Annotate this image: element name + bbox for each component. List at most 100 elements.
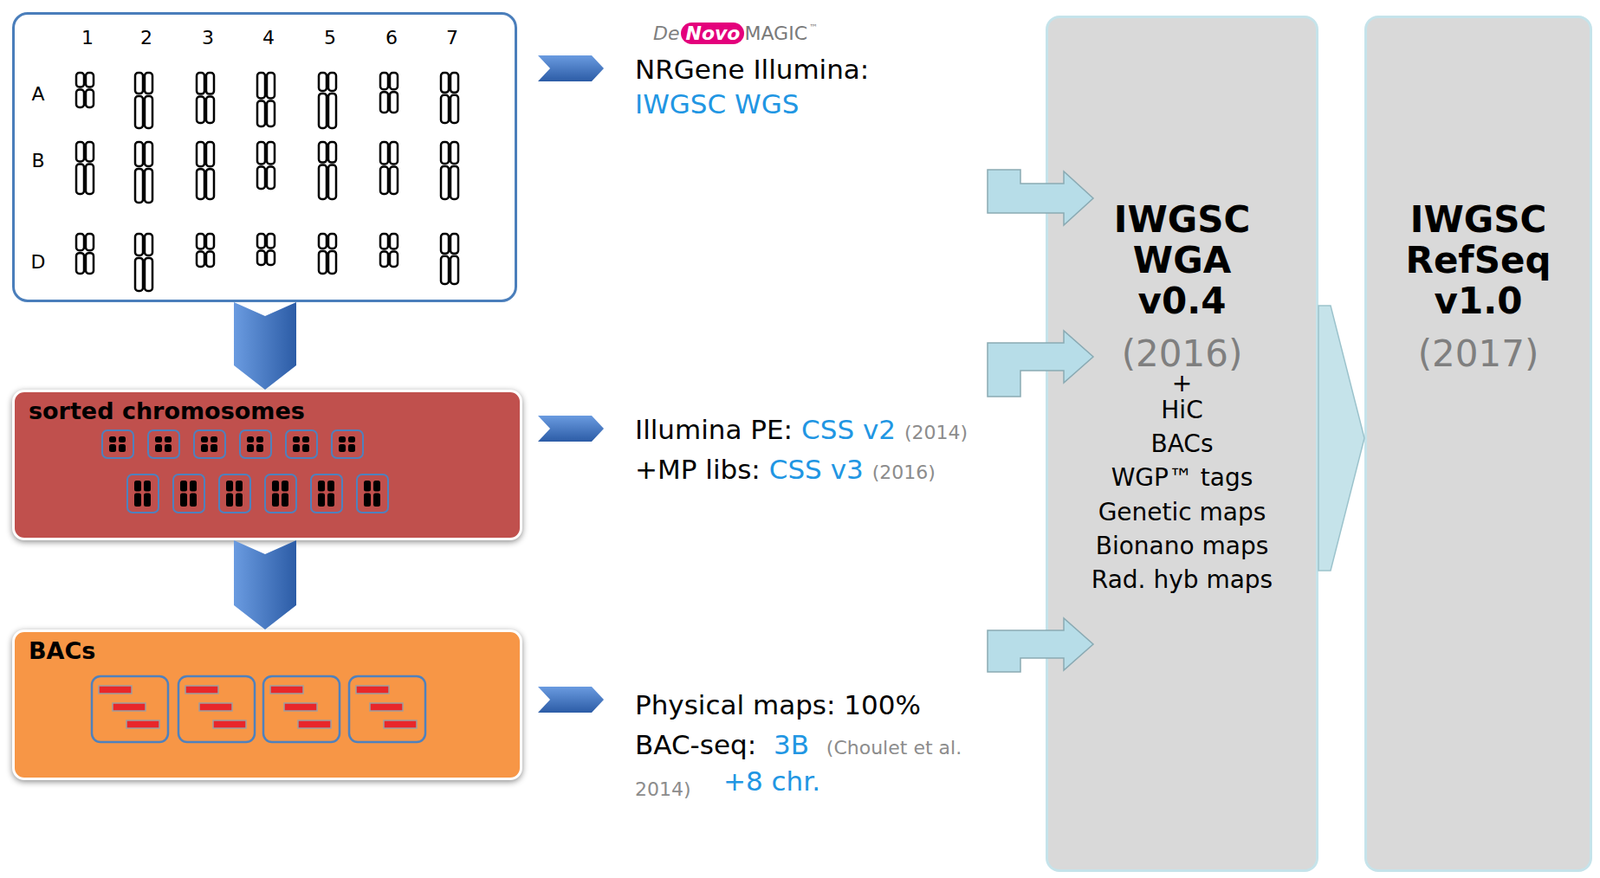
chromatid-arm [180,480,188,493]
chromatid-arm [440,72,449,93]
sorted-chromosome [173,474,205,513]
flow-tube [239,430,272,459]
chromatid-arm [328,72,337,91]
flow-tube [127,474,159,513]
chromatid-arm [85,90,94,109]
chromatid-arm [328,142,337,163]
chromatid-arm [373,480,381,493]
chromosome [380,142,398,195]
list-item: Bionano maps [1095,531,1270,563]
label: IWGSC WGS [634,88,799,120]
assembly-box: IWGSC RefSeq v1.0(2017) [1364,15,1593,873]
sorted-chromosome [265,474,297,513]
chromatid-arm [235,493,243,508]
chromatid-arm [143,493,151,508]
chromosome [380,72,398,113]
chromatid-arm [180,493,188,508]
chromatid-arm [246,436,254,443]
chromatid-arm [450,166,459,200]
chromatid-arm [257,101,266,128]
flow-tube [102,430,134,459]
chromatid-arm [363,493,371,508]
box-title: IWGSC WGA v0.4 [1095,199,1270,322]
chromatid-arm [302,444,310,453]
row-letter: B [31,149,45,172]
bac-clone-icon [349,676,426,743]
bac-clone-icon [91,676,169,743]
row-letter: D [31,251,46,273]
chromatid-arm [144,258,153,292]
chromatid-arm [196,168,205,200]
sorted-chromosome [356,474,389,513]
chromatid-arm [318,165,327,200]
chromatid-arm [196,72,205,95]
chromatid-arm [257,167,266,190]
list-item: HiC [1160,395,1203,427]
sorted-chromosome [194,430,226,459]
chromatid-arm [266,72,275,99]
chromatid-arm [226,493,234,508]
sorted-chromosome [239,430,272,459]
chromatid-arm [196,97,205,124]
bac-bar [185,686,219,694]
chromatid-arm [135,233,143,256]
chromosome [76,233,94,274]
column-number: 2 [140,26,153,49]
bac-frame [91,676,169,743]
label: CSS v3 [769,453,864,486]
column-number: 5 [323,26,337,49]
text-line: NRGene Illumina: [634,51,869,87]
chromatid-arm [256,444,264,453]
chromatid-arm [235,480,243,493]
chromatid-arm [85,164,94,195]
label: Physical maps: 100% [634,689,921,721]
bac-bar [356,686,389,694]
chromosome [76,142,94,195]
chromatid-arm [210,436,218,443]
label: (2014) [904,421,968,444]
chromosome [440,142,459,200]
year: (2017) [1418,333,1540,375]
label: NRGene Illumina: [634,53,869,85]
chromatid-arm [135,96,143,129]
chromatid-arm [328,93,337,129]
chromatid-arm [144,233,153,256]
chromatid-arm [206,97,214,124]
chromatid-arm [348,436,356,443]
bac-bar [199,703,233,712]
text-line: Illumina PE:CSS v2(2014) [634,412,968,451]
chromatid-arm [450,233,459,254]
chromatid-arm [206,72,214,95]
bac-bar [98,686,132,694]
chromatid-arm [135,72,143,94]
chromatid-arm [164,444,172,453]
chromatid-arm [196,252,205,268]
chromatid-arm [189,493,197,508]
chromatid-arm [318,93,327,129]
chromosome [257,72,275,127]
chromatid-arm [118,444,126,453]
chromatid-arm [226,480,234,493]
chromatid-arm [440,256,449,285]
chromatid-arm [318,251,327,274]
chromatid-arm [450,256,459,285]
chromatid-arm [206,252,214,268]
chromatid-arm [327,480,335,493]
bac-bar [369,703,403,712]
chromatid-arm [450,72,459,93]
sorted-chromosome [102,430,134,459]
bac-bar [126,720,160,729]
chromatid-arm [144,168,153,203]
bac-bar [270,686,304,694]
sorted-chromosome [148,430,180,459]
chromatid-arm [257,233,266,249]
chromatid-arm [317,480,325,493]
chromatid-arm [281,480,289,493]
chromatid-arm [318,72,327,91]
chromatid-arm [440,142,449,164]
chromatid-arm [317,493,325,508]
chromatid-arm [200,436,208,443]
logo-text: ™ [809,22,818,33]
chromatid-arm [206,168,214,200]
column-number: 3 [201,26,214,49]
